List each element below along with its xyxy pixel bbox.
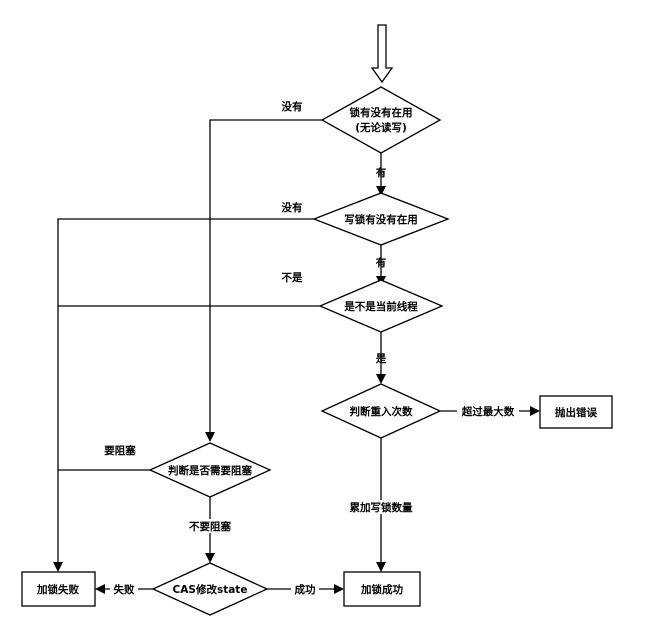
edge-reentry-exceed-arrowhead: [530, 406, 540, 416]
node-lock-fail: 加锁失败: [21, 571, 96, 607]
node-check-current-thread: 是不是当前线程: [318, 279, 444, 333]
edge-label-thread-yes: 是: [375, 353, 387, 365]
edge-cas-fail-arrowhead: [95, 584, 105, 594]
edge-write-no-arrowhead: [53, 562, 63, 572]
edge-label-lock-no: 没有: [282, 100, 303, 113]
node-check-block: 判断是否需要阻塞: [148, 442, 272, 498]
entry-arrow: [370, 24, 394, 84]
node-check-lock: 锁有没有在用 (无论读写): [320, 86, 442, 154]
edge-label-cas-fail: 失败: [114, 583, 135, 596]
edge-label-lock-yes: 有: [376, 166, 387, 179]
node-check-write-lock: 写锁有没有在用: [312, 192, 450, 246]
edge-label-write-no: 没有: [282, 201, 303, 214]
edge-label-reentry-accumulate: 累加写锁数量: [350, 501, 413, 514]
edge-label-thread-no: 不是: [282, 272, 303, 284]
edge-reentry-accumulate-arrowhead: [376, 562, 386, 572]
node-cas-state-label: CAS修改state: [173, 583, 248, 596]
node-check-current-thread-label: 是不是当前线程: [343, 300, 418, 313]
node-check-lock-line1: 锁有没有在用: [350, 106, 413, 119]
node-check-block-label: 判断是否需要阻塞: [168, 464, 252, 477]
node-lock-success: 加锁成功: [343, 571, 421, 607]
node-lock-success-label: 加锁成功: [360, 583, 403, 596]
edge-lock-no: [209, 119, 322, 432]
edge-label-block-no: 不要阻塞: [189, 520, 231, 533]
edge-lock-yes-arrowhead: [376, 186, 386, 196]
node-lock-fail-label: 加锁失败: [36, 583, 79, 596]
edge-block-no-arrowhead: [205, 553, 215, 563]
edge-label-block-yes: 要阻塞: [104, 444, 136, 457]
node-cas-state: CAS修改state: [151, 562, 269, 616]
node-throw-error-label: 抛出错误: [555, 406, 597, 419]
node-throw-error: 抛出错误: [539, 395, 613, 429]
node-check-lock-line2: (无论读写): [355, 121, 407, 134]
edge-write-no: [57, 218, 314, 562]
node-check-reentry: 判断重入次数: [320, 383, 442, 439]
edge-label-cas-success: 成功: [295, 583, 316, 596]
edge-thread-yes-arrowhead: [376, 374, 386, 384]
node-check-reentry-label: 判断重入次数: [350, 405, 413, 418]
node-check-write-lock-label: 写锁有没有在用: [344, 213, 418, 226]
edge-label-reentry-exceed: 超过最大数: [461, 405, 515, 418]
edge-lock-no-arrowhead: [205, 432, 215, 442]
edge-label-write-yes: 有: [376, 256, 387, 269]
edge-cas-success-arrowhead: [334, 584, 344, 594]
